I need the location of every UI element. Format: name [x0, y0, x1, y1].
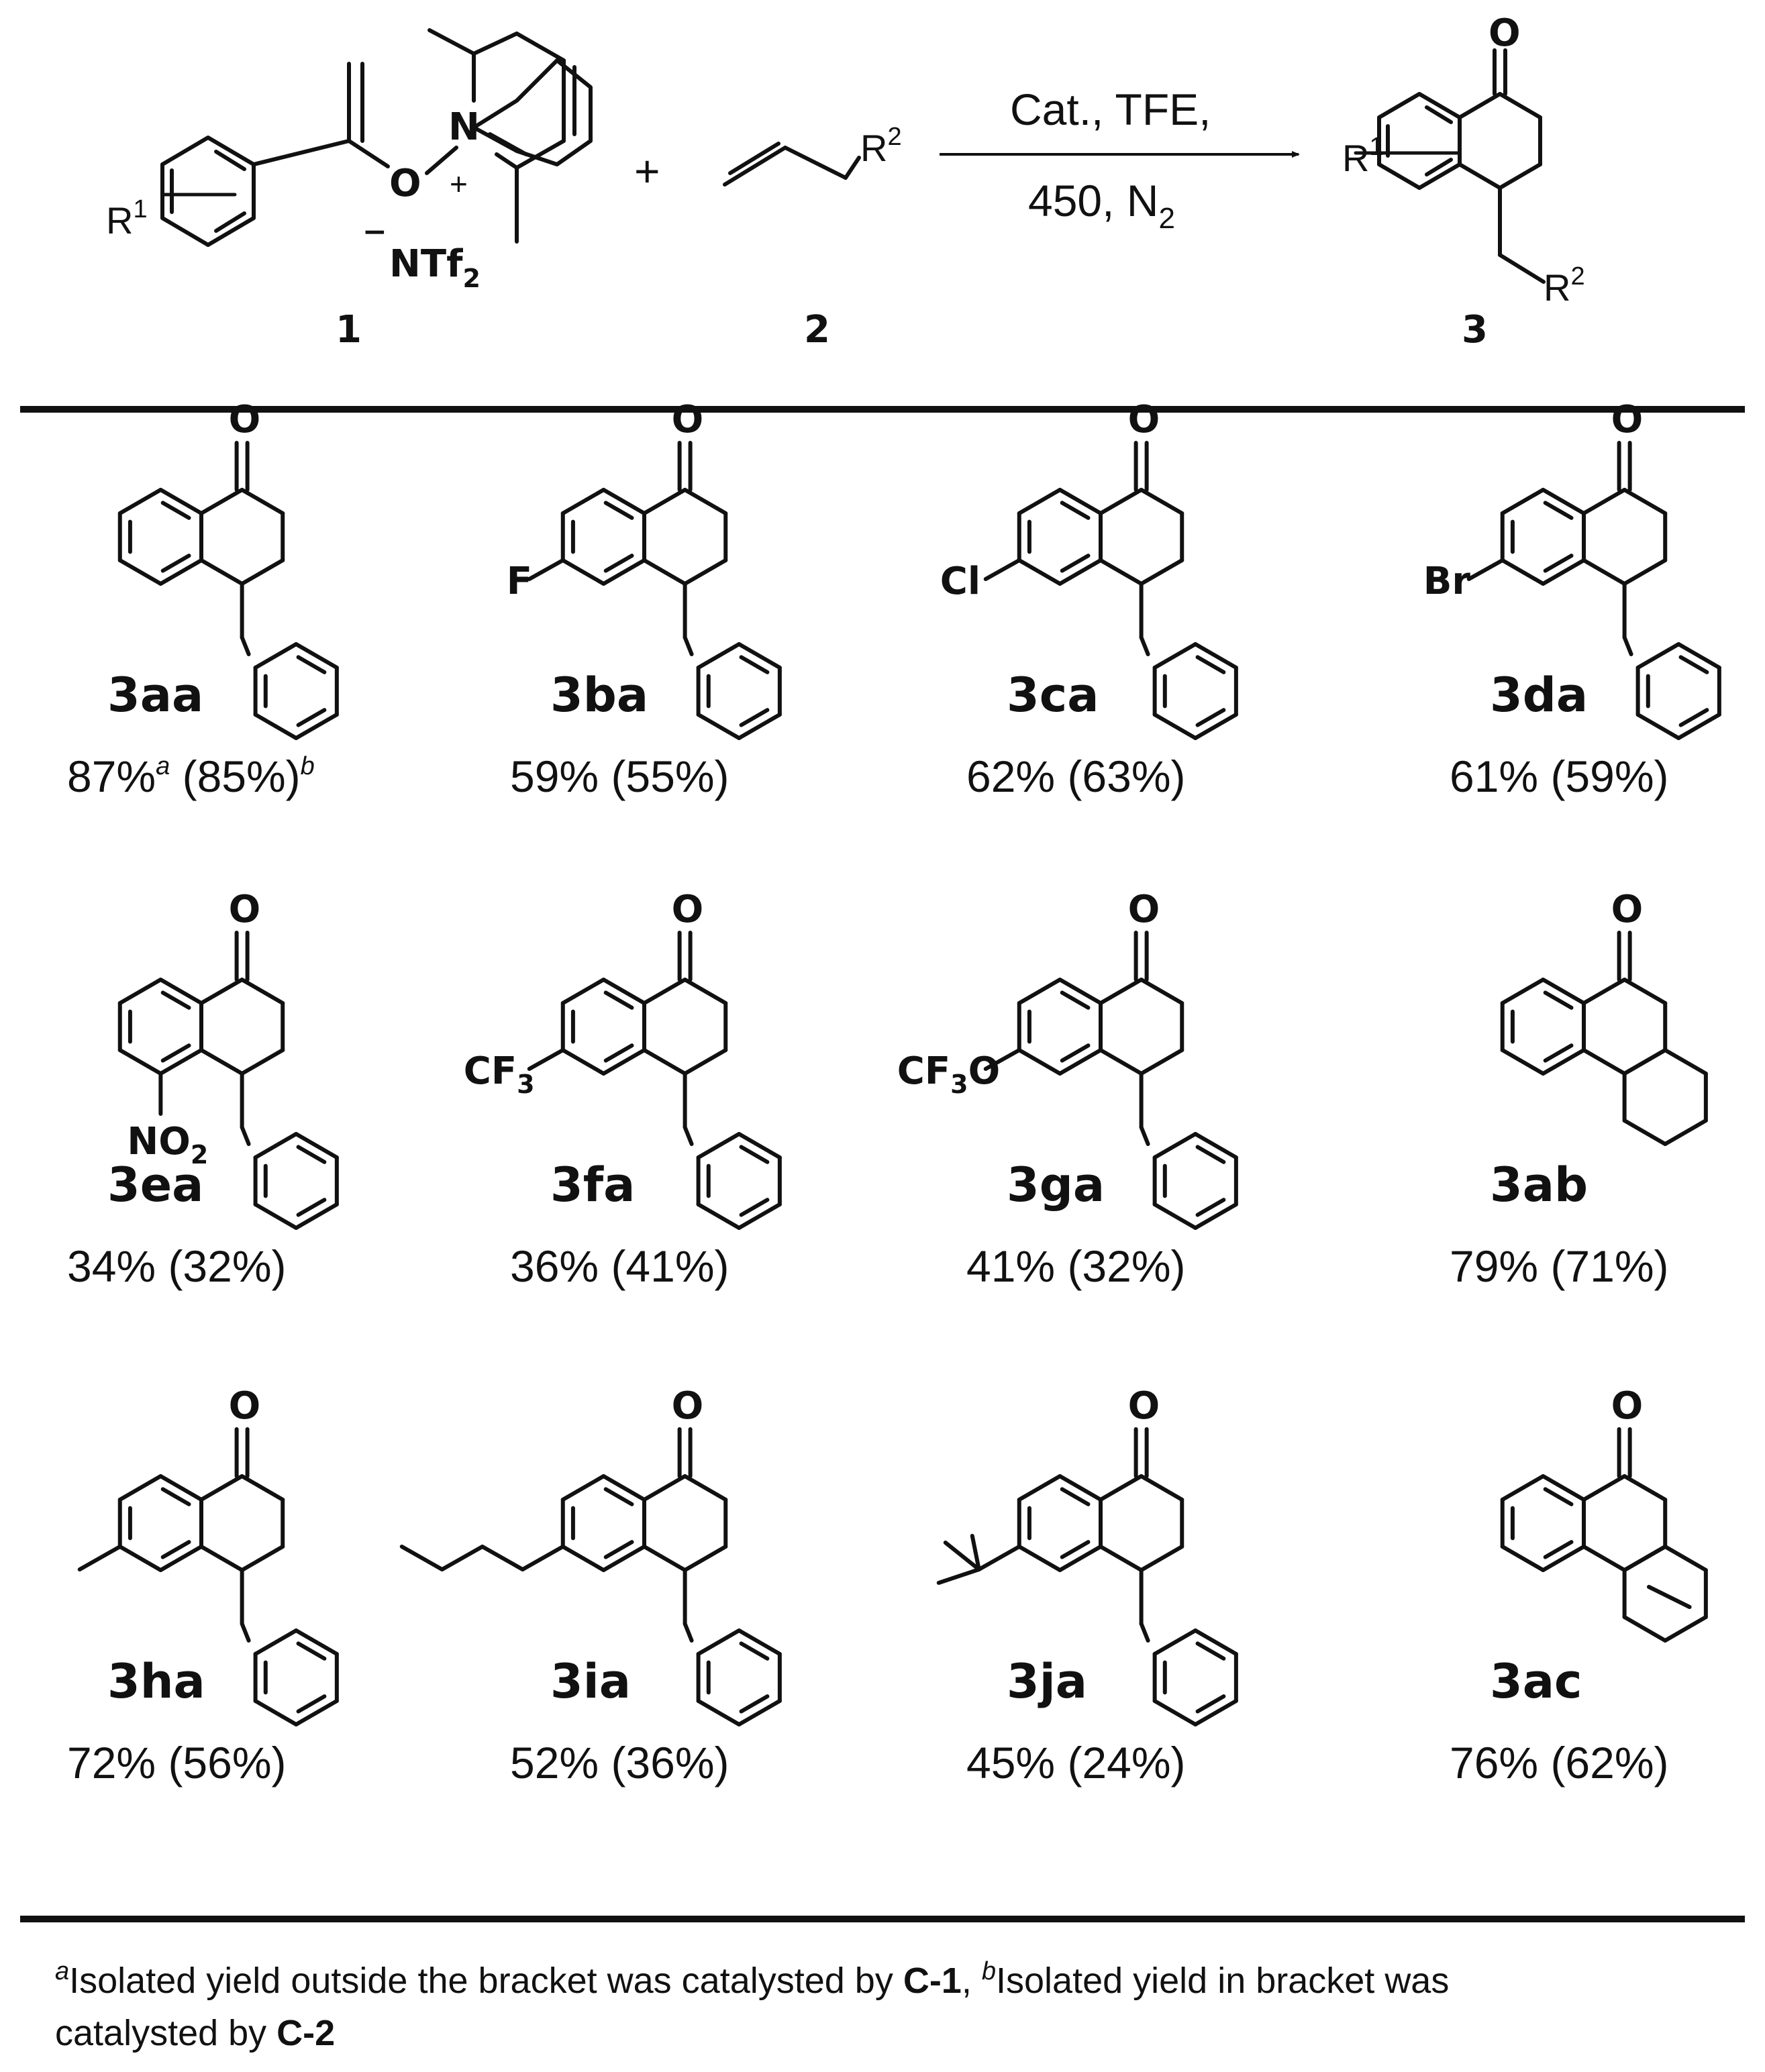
compound-yield: 62% (63%) [966, 752, 1186, 801]
footnote: aIsolated yield outside the bracket was … [55, 1957, 1449, 2053]
compound-3ca: O Cl 3ca 62% (63%) [940, 398, 1238, 801]
footnote-b-text: Isolated yield in bracket was [996, 1961, 1449, 2001]
footnote-a-text: Isolated yield outside the bracket was c… [69, 1961, 903, 2001]
reaction-arrow: Cat., TFE, 450, N2 [940, 85, 1300, 235]
svg-text:R1: R1 [1342, 133, 1384, 179]
footnote-a-mark: a [55, 1957, 69, 1985]
carbonyl-oxygen: O [1128, 888, 1160, 931]
compound-yield: 79% (71%) [1450, 1241, 1669, 1291]
carbonyl-oxygen: O [1128, 1384, 1160, 1428]
compound-id: 3ia [550, 1654, 631, 1709]
compound-3ha: O 3ha 72% (56%) [67, 1384, 339, 1788]
compound-yield: 61% (59%) [1450, 752, 1669, 801]
nitrogen-label: N [448, 105, 480, 149]
product-number: 3 [1462, 308, 1488, 352]
footnote-c2: C-2 [276, 2013, 335, 2053]
compound-id: 3ab [1490, 1157, 1588, 1212]
oxygen-label: O [389, 162, 421, 205]
compound-3ia: O 3ia 52% (36%) [399, 1384, 782, 1788]
compound-yield: 76% (62%) [1450, 1738, 1669, 1788]
svg-text:NTf2: NTf2 [389, 242, 481, 293]
compound-id: 3ga [1007, 1157, 1105, 1212]
plus-sign: + [634, 146, 660, 196]
compound-yield: 41% (32%) [966, 1241, 1186, 1291]
r-label: R [106, 199, 133, 242]
compound-yield: 72% (56%) [67, 1738, 287, 1788]
substituent-label: Br [1423, 560, 1471, 603]
minus-charge: − [362, 215, 387, 249]
reactant-1-labels: R1 O N + − NTf2 1 [106, 105, 481, 352]
compound-yield: 34% (32%) [67, 1241, 287, 1291]
substituent-label: CF3 [464, 1049, 535, 1099]
compound-yield: 87%a (85%)b [67, 752, 315, 801]
compound-id: 3fa [550, 1157, 635, 1212]
compound-3ab: O 3ab 79% (71%) [1450, 888, 1708, 1291]
svg-text:450, N2: 450, N2 [1028, 176, 1175, 235]
carbonyl-oxygen: O [229, 398, 261, 442]
plus-charge: + [450, 166, 468, 201]
compound-yield: 36% (41%) [510, 1241, 729, 1291]
svg-text:R2: R2 [1544, 262, 1585, 309]
compound-3ba: O F 3ba 59% (55%) [507, 398, 782, 801]
carbonyl-oxygen: O [672, 888, 704, 931]
compound-3ac: O 3ac 76% (62%) [1450, 1384, 1708, 1788]
compound-id: 3ha [107, 1654, 205, 1709]
compound-id: 3ea [107, 1157, 203, 1212]
reactant-1-structure [160, 28, 593, 247]
ntf-label: NTf [389, 242, 463, 286]
compound-id: 3aa [107, 668, 203, 723]
compound-yield: 45% (24%) [966, 1738, 1186, 1788]
conditions-bottom: 450, N [1028, 176, 1158, 225]
carbonyl-oxygen: O [229, 1384, 261, 1428]
compound-3da: O Br 3da 61% (59%) [1423, 398, 1721, 801]
compound-yield: 59% (55%) [510, 752, 729, 801]
compound-id: 3ca [1007, 668, 1099, 723]
svg-text:R1: R1 [106, 195, 148, 242]
substituent-label: Cl [940, 560, 980, 603]
carbonyl-oxygen: O [1611, 1384, 1644, 1428]
svg-text:aIsolated yield outside the br: aIsolated yield outside the bracket was … [55, 1957, 1449, 2001]
carbonyl-oxygen: O [1611, 398, 1644, 442]
substituent-label: CF3O [897, 1049, 1000, 1099]
footnote-b-mark: b [982, 1957, 996, 1985]
compound-3ja: O 3ja 45% (24%) [936, 1384, 1238, 1788]
footnote-c1: C-1 [903, 1961, 962, 2001]
carbonyl-oxygen: O [672, 1384, 704, 1428]
substituent-label: F [507, 560, 532, 603]
footnote-line2: catalysted by [55, 2013, 276, 2053]
compound-id: 3ac [1490, 1654, 1582, 1709]
reactant-1-number: 1 [336, 308, 362, 352]
carbonyl-oxygen: O [1128, 398, 1160, 442]
compound-3fa: O CF3 3fa 36% (41%) [464, 888, 782, 1291]
carbonyl-oxygen: O [1611, 888, 1644, 931]
carbonyl-oxygen: O [672, 398, 704, 442]
svg-text:O: O [1489, 11, 1521, 55]
compound-yield: 52% (36%) [510, 1738, 729, 1788]
product-3-structure: O R1 R2 3 [1342, 11, 1585, 352]
svg-text:catalysted by C-2: catalysted by C-2 [55, 2013, 335, 2053]
reactant-2-number: 2 [804, 308, 830, 352]
carbonyl-oxygen: O [229, 888, 261, 931]
compound-id: 3ba [550, 668, 648, 723]
compound-3ga: O CF3O 3ga 41% (32%) [897, 888, 1238, 1291]
conditions-top: Cat., TFE, [1010, 85, 1211, 134]
compound-id: 3ja [1007, 1654, 1087, 1709]
svg-text:R2: R2 [860, 123, 902, 169]
reactant-2-structure: R2 2 [723, 123, 902, 352]
compound-id: 3da [1490, 668, 1588, 723]
compound-3aa: O 3aa 87%a (85%)b [67, 398, 339, 801]
